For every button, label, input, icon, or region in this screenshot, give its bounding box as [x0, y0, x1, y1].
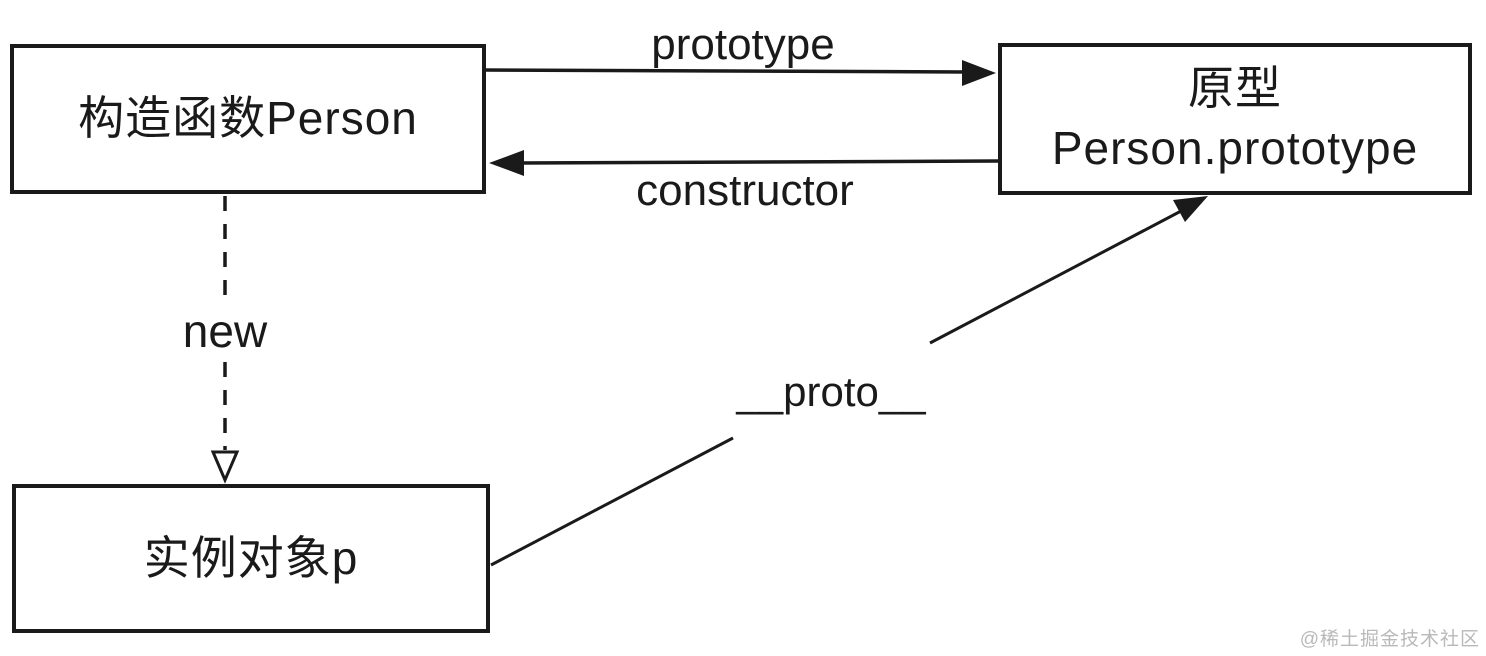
node-prototype-object: 原型 Person.prototype [998, 43, 1472, 195]
watermark-juejin-community: @稀土掘金技术社区 [1299, 629, 1480, 650]
node-prototype-label-line2: Person.prototype [1051, 122, 1419, 174]
proto-line-lower [490, 436, 734, 567]
node-instance-object: 实例对象p [12, 484, 490, 633]
constructor-arrow-line [519, 159, 999, 165]
node-constructor-label: 构造函数Person [78, 92, 418, 145]
edge-label-proto: __proto__ [736, 368, 926, 415]
node-instance-label: 实例对象p [143, 531, 359, 584]
edge-label-constructor: constructor [636, 166, 854, 215]
constructor-arrowhead-icon [489, 150, 524, 176]
new-hollow-arrowhead-icon [210, 450, 240, 484]
proto-line-upper [929, 208, 1184, 345]
prototype-arrow-line [483, 68, 967, 74]
proto-arrowhead-icon [1173, 196, 1208, 222]
edge-label-new: new [182, 305, 268, 357]
edge-label-prototype: prototype [651, 20, 835, 69]
node-prototype-label-line1: 原型 [1188, 62, 1282, 115]
prototype-arrowhead-icon [962, 60, 996, 86]
node-constructor-function: 构造函数Person [10, 44, 486, 194]
